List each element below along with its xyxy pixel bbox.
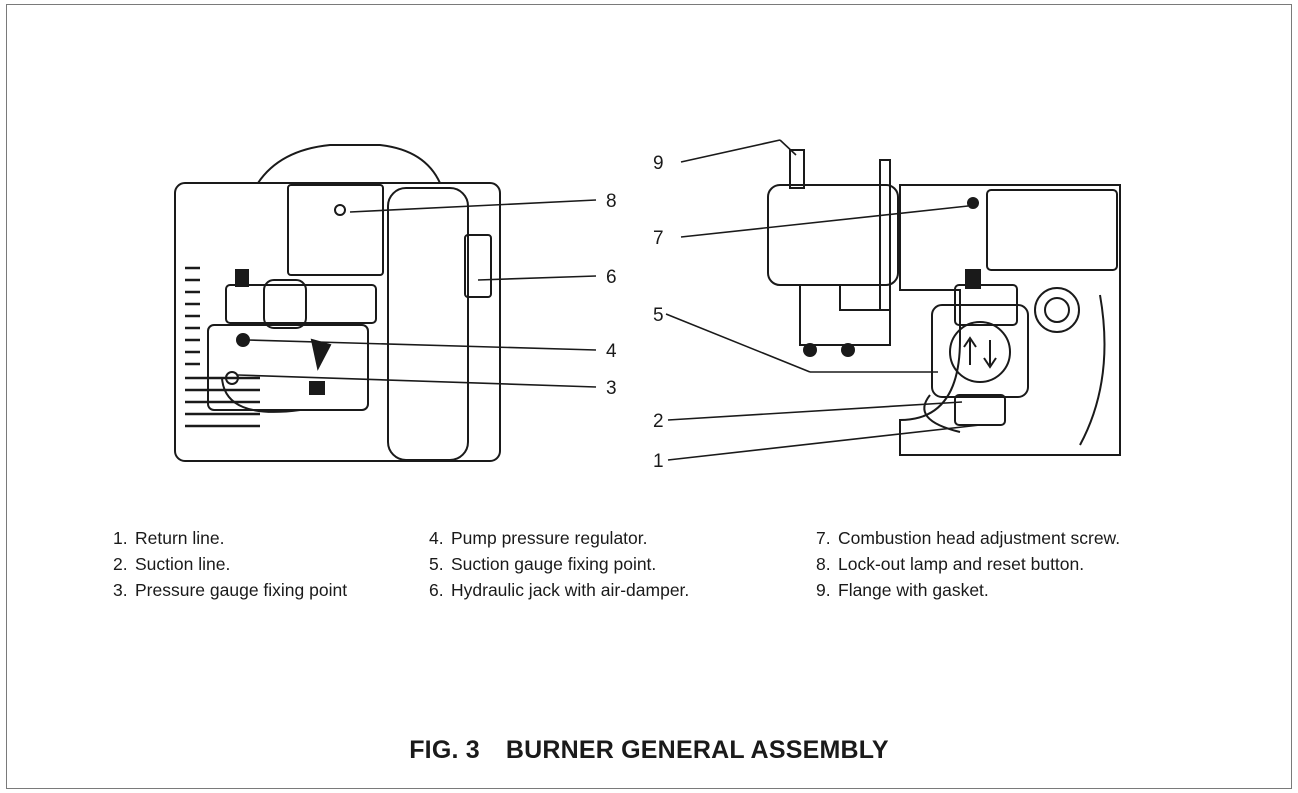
callout-7: 7 <box>653 228 664 249</box>
callout-8: 8 <box>606 191 617 212</box>
legend-column-2: 4.Pump pressure regulator. 5.Suction gau… <box>429 525 689 603</box>
left-callouts: 8 6 4 3 <box>606 191 617 399</box>
callout-3: 3 <box>606 378 617 399</box>
figure-caption: FIG. 3 BURNER GENERAL ASSEMBLY <box>0 736 1298 765</box>
legend-item: 7.Combustion head adjustment screw. <box>816 528 1121 548</box>
legend-item: 4.Pump pressure regulator. <box>429 528 648 548</box>
right-callouts: 9 7 5 2 1 <box>653 153 664 472</box>
legend-item: 5.Suction gauge fixing point. <box>429 554 657 574</box>
burner-left-view <box>174 144 501 462</box>
burner-drawings: 8 6 4 3 9 <box>174 139 1121 472</box>
callout-9: 9 <box>653 153 664 174</box>
callout-2: 2 <box>653 411 664 432</box>
callout-4: 4 <box>606 341 617 362</box>
callout-6: 6 <box>606 267 617 288</box>
callout-5: 5 <box>653 305 664 326</box>
legend-item: 9.Flange with gasket. <box>816 580 989 600</box>
callout-1: 1 <box>653 451 664 472</box>
legend-item: 2.Suction line. <box>113 554 231 574</box>
left-leaders <box>237 199 597 388</box>
legend-item: 3.Pressure gauge fixing point <box>113 580 348 600</box>
legend-item: 6.Hydraulic jack with air-damper. <box>429 580 690 600</box>
legend-column-1: 1.Return line. 2.Suction line. 3.Pressur… <box>113 525 347 603</box>
figure-frame <box>6 4 1292 789</box>
burner-right-view <box>767 149 1121 456</box>
right-leaders <box>665 139 981 461</box>
legend-item: 1.Return line. <box>113 528 225 548</box>
figure-title: BURNER GENERAL ASSEMBLY <box>505 736 889 764</box>
legend-item: 8.Lock-out lamp and reset button. <box>816 554 1085 574</box>
figure-number: FIG. 3 <box>409 736 480 764</box>
left-fan-top <box>257 144 441 184</box>
left-pipe <box>221 377 301 413</box>
legend-column-3: 7.Combustion head adjustment screw. 8.Lo… <box>816 525 1120 603</box>
